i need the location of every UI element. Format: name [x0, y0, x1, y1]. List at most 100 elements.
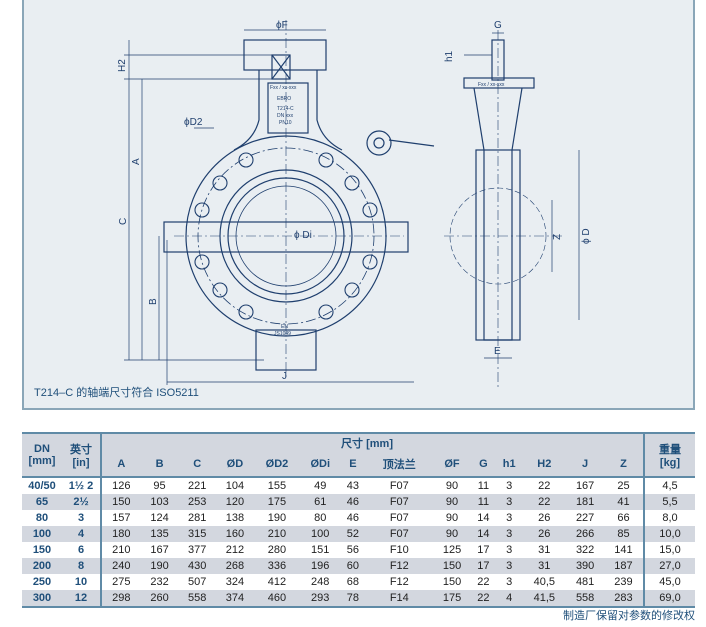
- cell-value: 167: [575, 480, 595, 492]
- cell-value: 3: [506, 512, 513, 524]
- column-header: ØDi: [300, 451, 341, 478]
- valve-drawing-svg: ϕF H2 A C B ϕD2 ϕ Di J G h1 Z ϕ D E Fxx …: [117, 20, 592, 390]
- cell-value: 210: [253, 526, 301, 542]
- cell-value: 66: [617, 512, 630, 524]
- cell-value: 160: [216, 526, 254, 542]
- cell-inch: 3: [62, 510, 102, 526]
- cell-weight: 45,0: [643, 574, 695, 590]
- cell-value: 190: [140, 558, 179, 574]
- cell-value: 180: [101, 526, 141, 542]
- cell-value: 260: [140, 590, 179, 608]
- cell-value: 14: [470, 526, 496, 542]
- header-dn: DN[mm]: [22, 432, 62, 478]
- cell-value: 150: [442, 576, 462, 588]
- cell-value: 138: [225, 512, 245, 524]
- cell-value: 336: [253, 558, 301, 574]
- label-B: B: [148, 298, 159, 305]
- cell-value: 175: [253, 494, 301, 510]
- cell-value: 60: [340, 558, 366, 574]
- cell-value: 17: [470, 558, 496, 574]
- cell-inch: 4: [62, 526, 102, 542]
- label-Z: Z: [552, 234, 563, 240]
- header-group-size: 尺寸 [mm]: [101, 432, 644, 451]
- cell-value: F12: [365, 558, 434, 574]
- technical-drawing: ϕF H2 A C B ϕD2 ϕ Di J G h1 Z ϕ D E Fxx …: [22, 0, 695, 410]
- cell-value: 157: [112, 512, 131, 524]
- cell-dn: 150: [32, 544, 52, 556]
- cell-value: 322: [575, 544, 595, 556]
- cell-value: 11: [477, 480, 490, 492]
- cell-value: 40,5: [533, 576, 556, 588]
- cell-dn: 300: [22, 590, 62, 608]
- cell-value: 22: [477, 576, 490, 588]
- column-header: H2: [522, 451, 567, 478]
- cell-value: 210: [112, 544, 131, 556]
- cell-value: 460: [253, 590, 301, 608]
- cell-value: 22: [538, 480, 551, 492]
- column-header: ØF: [433, 451, 471, 478]
- cell-value: 3: [506, 544, 513, 556]
- label-phiD: ϕ D: [581, 228, 592, 244]
- plate-model: T214-C: [277, 106, 294, 112]
- cell-value: 43: [346, 480, 359, 492]
- cell-value: 78: [340, 590, 366, 608]
- cell-dn: 200: [22, 558, 62, 574]
- cell-value: 151: [311, 544, 330, 556]
- cell-weight: 69,0: [643, 590, 695, 608]
- cell-dn: 250: [32, 576, 52, 588]
- cell-value: 227: [575, 512, 595, 524]
- cell-inch: 6: [62, 542, 102, 558]
- cell-value: 190: [267, 512, 287, 524]
- norm-en: EN: [281, 324, 288, 330]
- cell-value: 22: [470, 590, 496, 608]
- cell-value: 3: [506, 480, 513, 492]
- column-header: ØD: [216, 451, 254, 478]
- cell-value: 253: [178, 494, 217, 510]
- drawing-caption: T214–C 的轴端尺寸符合 ISO5211: [34, 387, 199, 399]
- cell-value: 196: [300, 558, 341, 574]
- cell-value: 3: [495, 526, 523, 542]
- cell-value: 412: [267, 576, 287, 588]
- column-header: J: [566, 451, 604, 478]
- cell-value: 90: [445, 480, 459, 492]
- label-phiD2: ϕD2: [184, 117, 203, 128]
- cell-value: 275: [112, 576, 131, 588]
- cell-value: F07: [365, 494, 434, 510]
- cell-weight: 5,5: [643, 494, 695, 510]
- cell-value: 3: [495, 494, 523, 510]
- norm-js: JS1049: [274, 331, 291, 337]
- cell-value: 14: [477, 512, 490, 524]
- cell-value: 430: [178, 558, 217, 574]
- cell-value: 558: [178, 590, 217, 608]
- cell-inch: 1½ 2: [62, 477, 102, 494]
- cell-value: 17: [477, 544, 490, 556]
- cell-value: 175: [433, 590, 471, 608]
- cell-value: 268: [216, 558, 254, 574]
- cell-value: 95: [153, 480, 166, 492]
- cell-value: 239: [614, 576, 633, 588]
- cell-value: 3: [495, 558, 523, 574]
- label-H2: H2: [117, 59, 128, 72]
- cell-value: 90: [433, 526, 471, 542]
- cell-value: 150: [101, 494, 141, 510]
- cell-value: 104: [225, 480, 245, 492]
- cell-inch: 12: [62, 590, 102, 608]
- cell-value: 41,5: [522, 590, 567, 608]
- cell-value: 26: [522, 526, 567, 542]
- label-phiDi: ϕ Di: [294, 230, 312, 241]
- cell-value: 100: [300, 526, 341, 542]
- cell-value: 280: [267, 544, 287, 556]
- plate-flange: Fxx / xx-xxx: [270, 85, 297, 91]
- side-plate-flange: Fxx / xx-xxx: [478, 82, 505, 88]
- column-header: 顶法兰: [365, 451, 434, 478]
- cell-value: 298: [101, 590, 141, 608]
- cell-value: 374: [216, 590, 254, 608]
- cell-value: 141: [614, 544, 633, 556]
- cell-weight: 4,5: [643, 477, 695, 494]
- cell-value: 90: [433, 494, 471, 510]
- column-header: C: [178, 451, 217, 478]
